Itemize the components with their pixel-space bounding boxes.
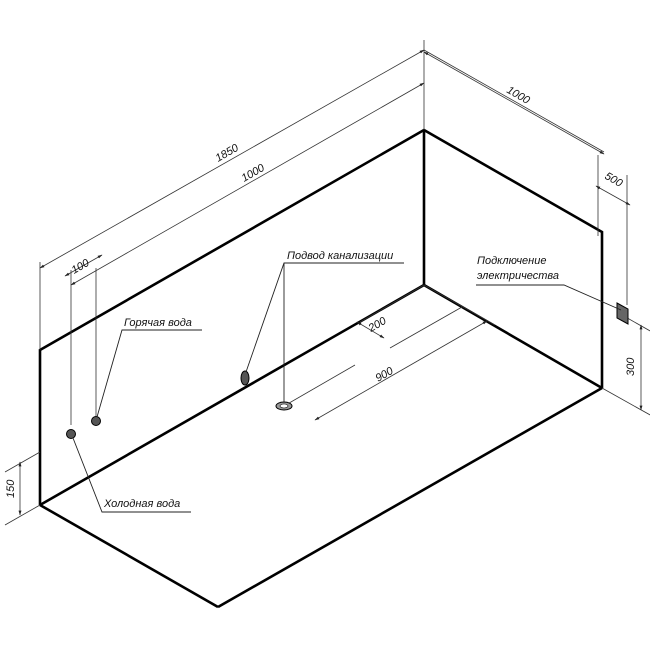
floor-front-left-edge <box>39 503 219 609</box>
label-hot-water: Горячая вода <box>124 317 192 329</box>
drain-outlet-icon <box>240 370 250 386</box>
dimension-lines <box>18 49 643 516</box>
callout-labels: Горячая вода Холодная вода Подвод канали… <box>103 250 559 510</box>
callout-leaders <box>72 262 622 513</box>
dim-300: 300 <box>625 357 637 376</box>
hot-water-port-icon <box>91 416 101 426</box>
leader-electric <box>476 284 622 311</box>
extension-lines <box>4 40 650 526</box>
label-electric-line2: электричества <box>477 270 559 282</box>
dim-1000-top: 1000 <box>240 162 268 185</box>
dimension-labels: 1850 1000 100 1000 500 300 150 200 900 <box>5 84 637 498</box>
dim-500: 500 <box>603 170 626 190</box>
room-outline <box>38 128 604 609</box>
dim-line-1000-top <box>70 82 425 286</box>
label-cold-water: Холодная вода <box>103 498 180 510</box>
leader-cold-water <box>72 437 191 513</box>
dim-line-900 <box>314 320 488 421</box>
cold-water-port-icon <box>66 429 76 439</box>
leader-hot-water <box>96 329 202 418</box>
dim-100: 100 <box>70 257 93 277</box>
electric-socket-icon <box>616 302 629 325</box>
label-sewer: Подвод канализации <box>287 250 393 262</box>
utility-ports <box>66 302 629 439</box>
floor-front-right-edge <box>217 386 603 609</box>
dim-line-100 <box>64 254 103 277</box>
dim-line-500 <box>595 185 631 206</box>
dim-line-1000-right <box>423 51 605 155</box>
floor-drain-inner <box>279 403 289 409</box>
dim-line-1850 <box>39 49 425 269</box>
label-electric-line1: Подключение <box>477 255 546 267</box>
dim-150: 150 <box>5 479 17 498</box>
dim-900: 900 <box>374 365 397 385</box>
